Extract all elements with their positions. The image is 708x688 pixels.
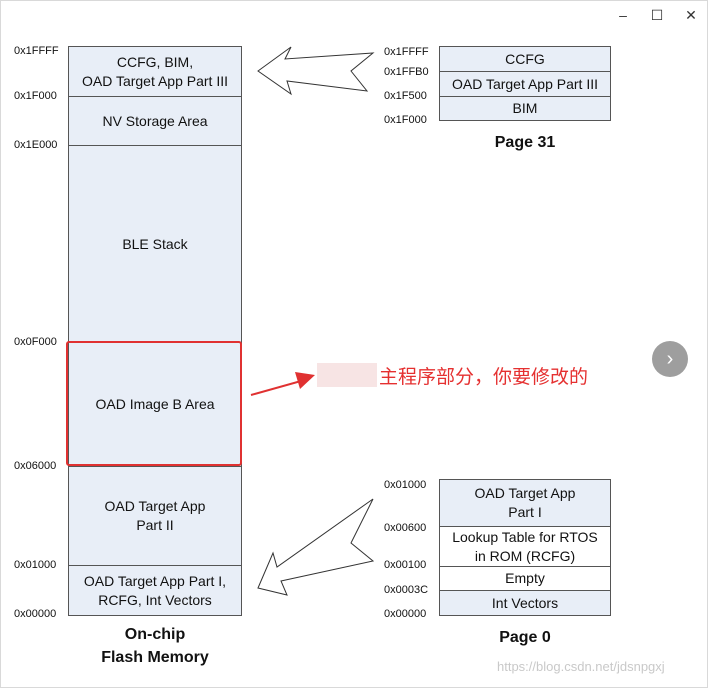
annotation-text: 主程序部分，你要修改的 [379,366,589,388]
page31-address: 0x1F500 [384,90,427,102]
flash-region-ble-stack: BLE Stack [68,145,242,343]
watermark-text: https://blog.csdn.net/jdsnpgxj [497,659,665,674]
flash-address: 0x01000 [14,559,57,571]
flash-region-oad-app-part1: OAD Target App Part I, RCFG, Int Vectors [68,565,242,616]
page0-caption: Page 0 [499,629,551,646]
page0-address: 0x01000 [384,479,427,491]
flash-address: 0x0F000 [14,336,57,348]
page0-address: 0x0003C [384,584,429,596]
page0-region-int-vectors: Int Vectors [439,590,611,616]
flash-address: 0x1F000 [14,90,57,102]
page31-region-oad-app-part3: OAD Target App Part III [439,71,611,97]
page31-region-ccfg: CCFG [439,46,611,72]
bottom-hollow-arrow [257,498,375,596]
redacted-text-blur [317,363,377,387]
page0-region-empty: Empty [439,566,611,591]
maximize-icon[interactable]: ☐ [650,6,664,23]
flash-address: 0x06000 [14,460,57,472]
page31-region-bim: BIM [439,96,611,121]
flash-memory-caption: On-chip Flash Memory [101,626,209,666]
page31-address: 0x1FFB0 [384,66,429,78]
title-bar: – ☐ ✕ [1,1,707,29]
highlight-box [66,341,242,466]
page31-caption: Page 31 [494,134,556,151]
flash-address: 0x1FFFF [14,45,59,57]
red-annotation-arrow [250,372,315,396]
flash-region-oad-image-b: OAD Image B Area [68,342,242,467]
close-icon[interactable]: ✕ [685,6,697,23]
page31-address: 0x1FFFF [384,46,429,58]
chevron-right-icon[interactable]: › [652,341,688,377]
page0-region-lookup-table: Lookup Table for RTOS in ROM (RCFG) [439,526,611,567]
top-hollow-arrow [257,46,375,96]
flash-address: 0x1E000 [14,139,58,151]
page31-address: 0x1F000 [384,114,427,126]
flash-region-ccfg-bim: CCFG, BIM, OAD Target App Part III [68,46,242,97]
page0-address: 0x00600 [384,522,427,534]
flash-region-oad-app-part2: OAD Target App Part II [68,466,242,566]
flash-region-nv-storage: NV Storage Area [68,96,242,146]
flash-address: 0x00000 [14,608,57,620]
page0-address: 0x00000 [384,608,427,620]
page0-address: 0x00100 [384,559,427,571]
page0-region-oad-app-part1: OAD Target App Part I [439,479,611,527]
minimize-icon[interactable]: – [619,7,627,23]
